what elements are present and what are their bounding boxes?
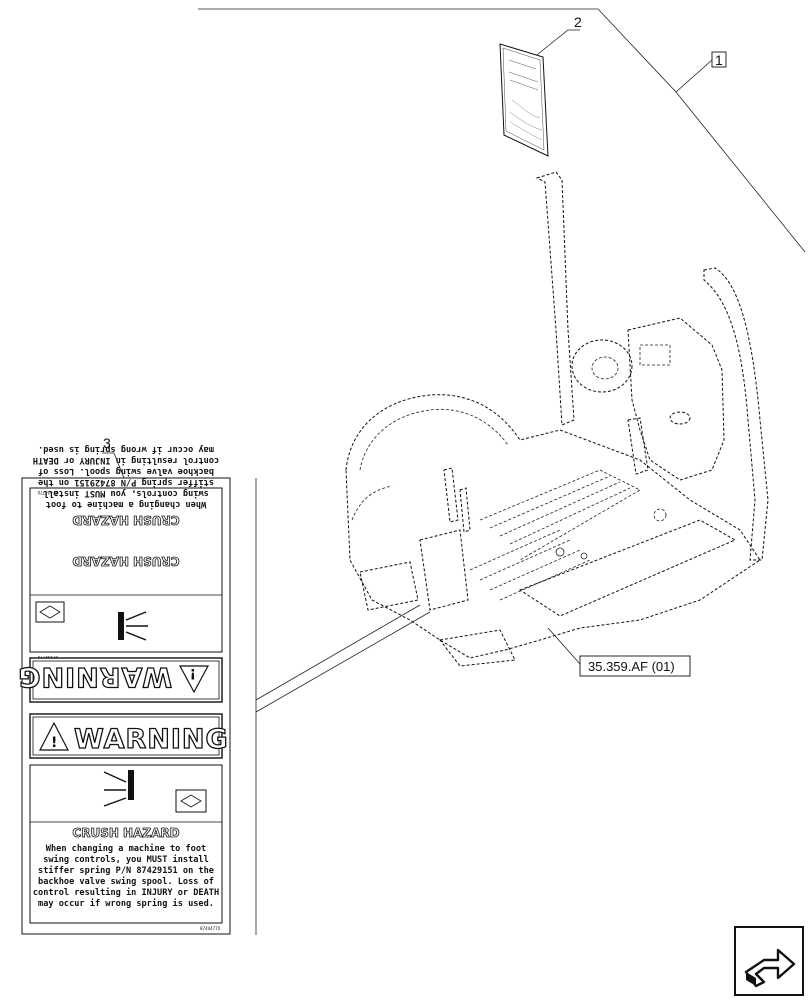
callout-3[interactable]: 3 xyxy=(102,435,125,479)
decal-upside-down-half: 87444770 CRUSH HAZARD xyxy=(37,554,180,660)
svg-text:!: ! xyxy=(190,665,196,681)
decal-leader xyxy=(255,478,431,935)
callout-1[interactable]: 1 xyxy=(711,51,727,68)
crush-line-3: stiffer spring P/N 87429151 on the xyxy=(38,865,214,876)
next-page-arrow-icon[interactable] xyxy=(734,926,804,996)
crush-hazard-pictogram-icon xyxy=(103,770,134,807)
svg-text:may occur if wrong spring is u: may occur if wrong spring is used. xyxy=(38,444,214,455)
svg-text:CRUSH HAZARD: CRUSH HAZARD xyxy=(72,513,179,527)
svg-text:87444770: 87444770 xyxy=(37,490,58,495)
warning-banner-inverted: ! WARNING xyxy=(17,657,223,703)
crush-hazard-title: CRUSH HAZARD xyxy=(72,826,179,840)
crush-line-2: swing controls, you MUST install xyxy=(43,854,209,865)
svg-text:1: 1 xyxy=(715,52,723,68)
reference-callout-35-359-af[interactable]: 35.359.AF (01) xyxy=(547,627,691,677)
svg-text:When changing a machine to foo: When changing a machine to foot xyxy=(46,499,206,510)
svg-text:swing controls, you MUST insta: swing controls, you MUST install xyxy=(43,488,209,499)
crush-line-4: backhoe valve swing spool. Loss of xyxy=(38,876,214,887)
crush-line-1: When changing a machine to foot xyxy=(46,843,206,854)
callout-1-leader xyxy=(198,8,806,253)
warning-banner: ! WARNING xyxy=(29,713,229,759)
svg-text:stiffer spring P/N 87429151 on: stiffer spring P/N 87429151 on the xyxy=(38,477,214,488)
crush-hazard-panel: CRUSH HAZARD When changing a machine to … xyxy=(29,764,223,924)
crush-hazard-pictogram-icon xyxy=(118,611,148,641)
decal-part-number: 87444770 xyxy=(200,926,221,931)
read-manual-pictogram-icon xyxy=(175,789,207,813)
svg-text:CRUSH HAZARD: CRUSH HAZARD xyxy=(72,554,179,568)
svg-text:3: 3 xyxy=(103,435,111,451)
crush-line-6: may occur if wrong spring is used. xyxy=(38,898,214,909)
svg-text:!: ! xyxy=(51,735,57,751)
warning-triangle-icon: ! xyxy=(39,721,69,751)
svg-text:backhoe valve swing spool. Los: backhoe valve swing spool. Loss of xyxy=(38,466,214,477)
svg-text:35.359.AF (01): 35.359.AF (01) xyxy=(588,659,675,674)
svg-text:WARNING: WARNING xyxy=(17,661,172,692)
tractor-platform-drawing xyxy=(345,171,769,667)
crush-line-5: control resulting in INJURY or DEATH xyxy=(33,887,219,898)
svg-text:2: 2 xyxy=(574,14,582,30)
svg-text:WARNING: WARNING xyxy=(74,724,229,755)
crush-hazard-panel-inverted: 87444770 CRUSH HAZARD When changing a ma… xyxy=(29,444,223,653)
callout-2[interactable]: 2 xyxy=(527,14,582,63)
warning-decal: 87444770 CRUSH HAZARD 87444770 CRUSH HAZ… xyxy=(17,444,231,935)
operators-manual-icon[interactable] xyxy=(499,43,549,157)
read-manual-pictogram-icon xyxy=(35,601,65,623)
svg-text:control resulting in INJURY or: control resulting in INJURY or DEATH xyxy=(33,455,219,466)
